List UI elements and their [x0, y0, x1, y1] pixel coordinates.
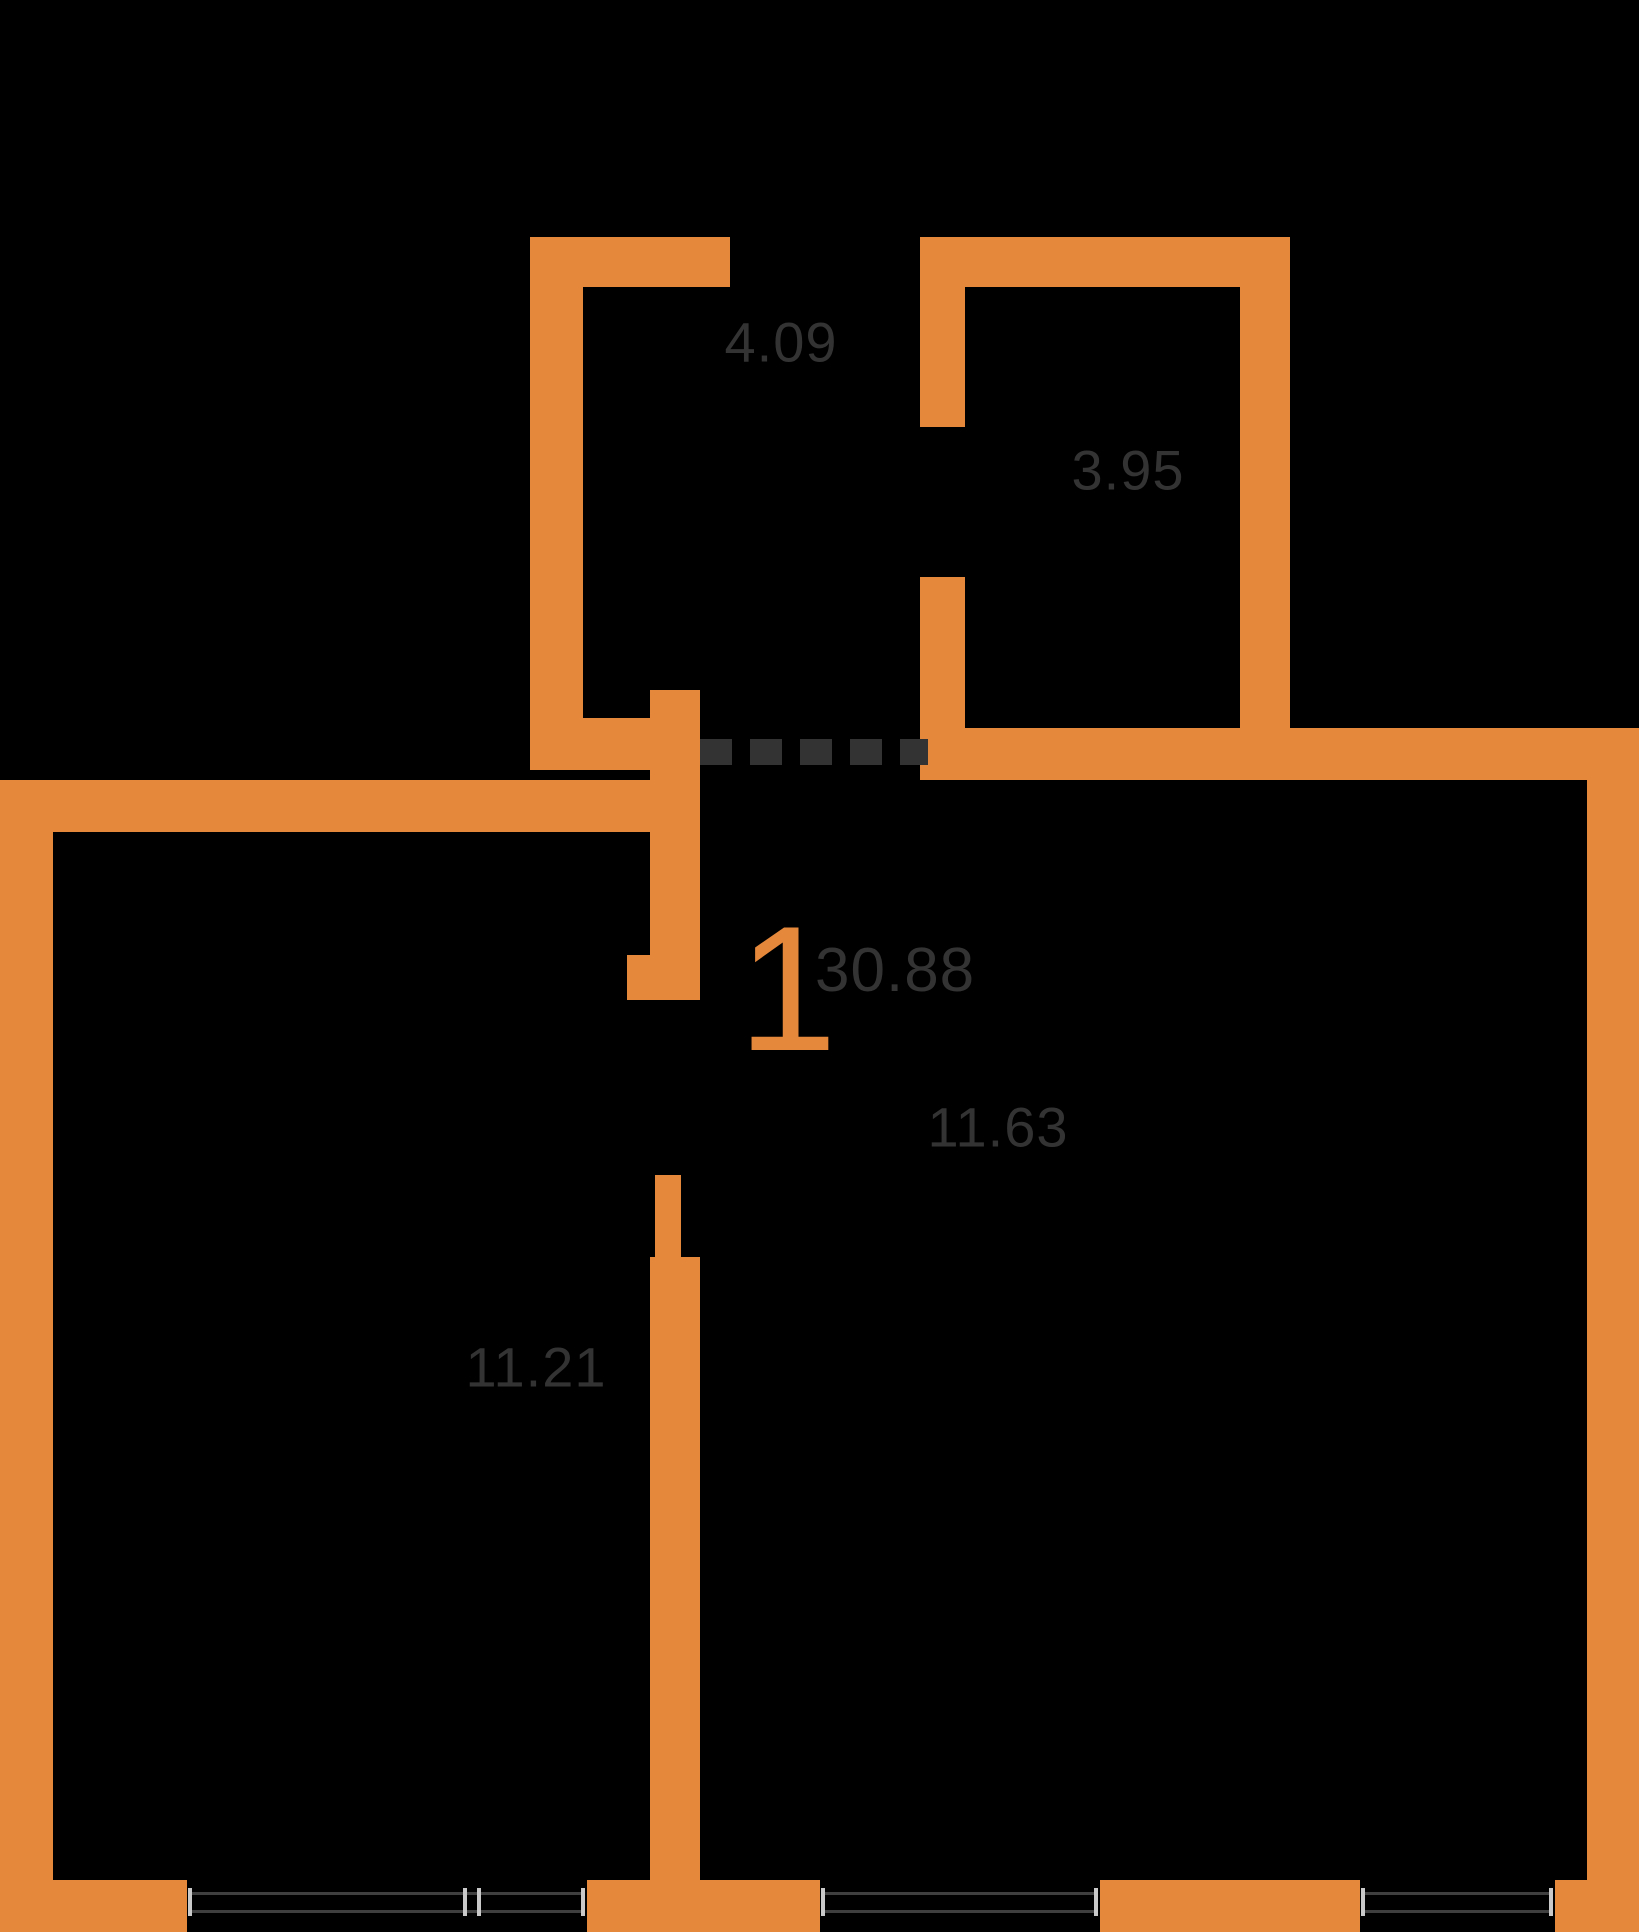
wall-left-room-top	[0, 780, 700, 832]
window-frame-tick	[821, 1888, 825, 1916]
wall-bottom-segment-d	[1555, 1880, 1639, 1932]
window-frame-tick	[188, 1888, 192, 1916]
wall-upper-left-vertical	[530, 237, 583, 722]
window-frame-tick	[1094, 1888, 1098, 1916]
door-leaf	[655, 1175, 681, 1257]
apartment-total-area: 30.88	[815, 936, 976, 1005]
window-frame-tick	[1361, 1888, 1365, 1916]
window-bottom-middle	[820, 1880, 1100, 1932]
door-opening-dashed-line	[700, 739, 928, 765]
window-glass-line	[823, 1910, 1097, 1913]
window-frame-tick	[581, 1888, 585, 1916]
window-frame-tick	[463, 1888, 467, 1916]
window-frame-tick	[1549, 1888, 1553, 1916]
room-area-label-bottom-right: 11.63	[927, 1095, 1069, 1159]
window-bottom-left	[187, 1880, 587, 1932]
wall-bottom-segment-a	[0, 1880, 187, 1932]
wall-bottom-segment-c	[1100, 1880, 1360, 1932]
window-glass-line	[190, 1892, 584, 1895]
wall-right-horizontal	[930, 728, 1637, 780]
wall-door-jamb	[627, 955, 653, 1000]
room-area-label-top-right: 3.95	[1071, 438, 1185, 502]
window-glass-line	[1363, 1892, 1552, 1895]
wall-right-outer	[1587, 728, 1639, 1932]
window-glass-line	[190, 1910, 584, 1913]
wall-center-divider-lower	[650, 1257, 700, 1932]
wall-bottom-segment-b	[587, 1880, 820, 1932]
wall-upper-divider-top	[920, 237, 965, 427]
wall-top-right-segment	[920, 237, 1290, 287]
window-bottom-right	[1360, 1880, 1555, 1932]
wall-center-divider-upper	[650, 690, 700, 1000]
window-glass-line	[1363, 1910, 1552, 1913]
window-glass-line	[823, 1892, 1097, 1895]
window-frame-tick	[477, 1888, 481, 1916]
room-area-label-bottom-left: 11.21	[465, 1335, 607, 1399]
wall-left-outer	[0, 780, 53, 1932]
wall-upper-right-vertical	[1240, 237, 1290, 780]
wall-hall-bottom	[530, 718, 660, 770]
room-area-label-top-left: 4.09	[724, 310, 838, 374]
apartment-rooms-count: 1	[738, 889, 837, 1088]
